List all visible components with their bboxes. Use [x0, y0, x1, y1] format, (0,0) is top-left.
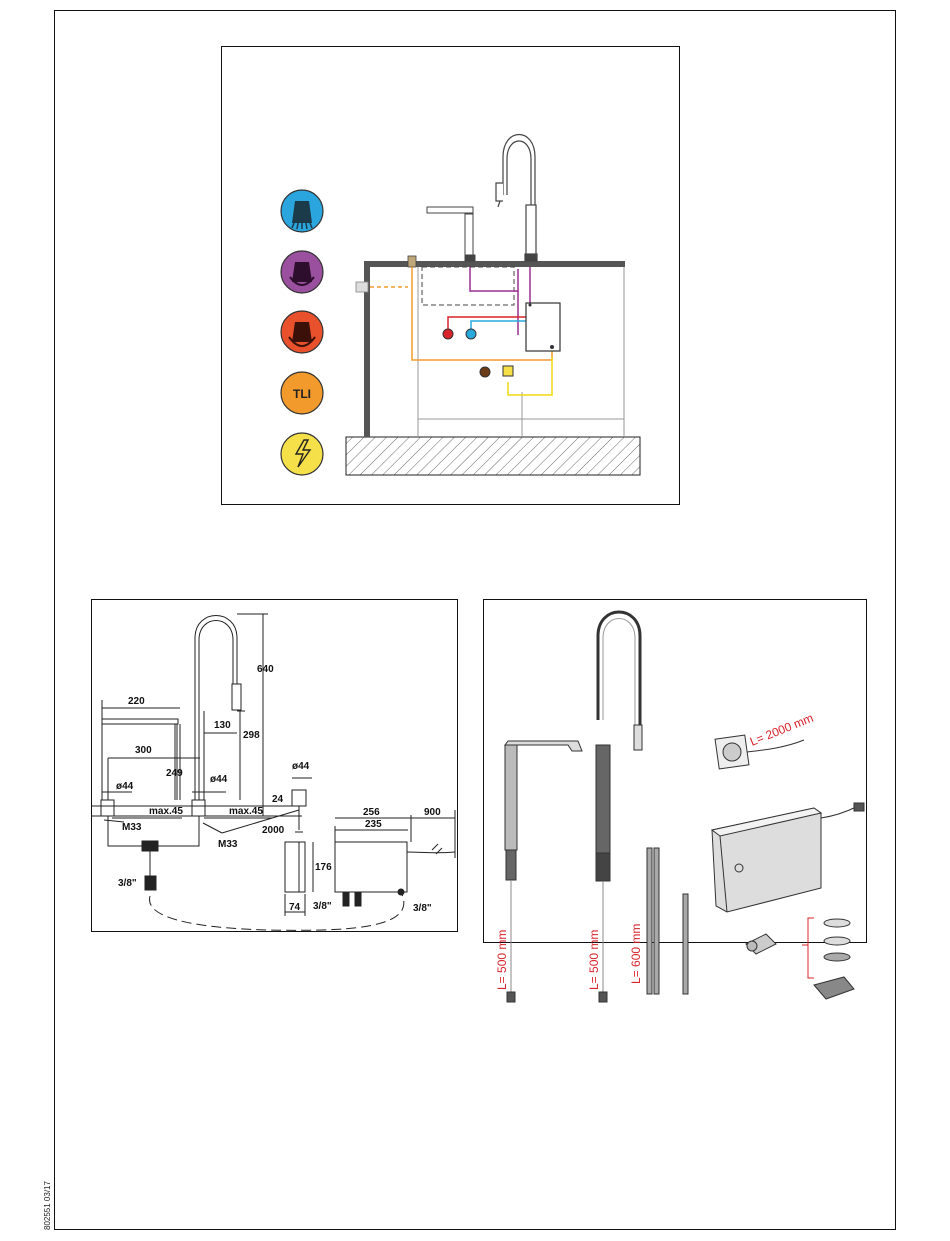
hose-a-length-label: L= 500 mm — [495, 930, 509, 990]
countertop — [364, 261, 625, 267]
document-code: 802551 03/17 — [43, 1181, 52, 1230]
dim-connector-c: 3/8" — [413, 903, 432, 914]
spring-faucet — [496, 135, 537, 262]
dim-cable-length: 2000 — [262, 825, 285, 836]
hot-valve — [443, 329, 453, 339]
drain — [480, 367, 490, 377]
hose-c-length-label: L= 600 mm — [629, 924, 643, 984]
parts-drawing: L= 2000 mm L= 500 mm L= 500 mm L= 600 mm — [483, 599, 867, 943]
cable-length-label: L= 2000 mm — [748, 711, 815, 749]
dim-connector-b: 3/8" — [313, 901, 332, 912]
tli-icon: TLI — [281, 372, 323, 414]
dim-connector-a: 3/8" — [118, 878, 137, 889]
dim-body-height: 249 — [166, 768, 183, 779]
dim-thread-a: M33 — [122, 822, 142, 833]
dim-button-height: 24 — [272, 794, 284, 805]
dim-outlet-height: 298 — [243, 730, 260, 741]
mixed-water-icon — [281, 251, 323, 293]
dim-box-width-inner: 235 — [365, 819, 382, 830]
dimension-drawing: 640 220 130 298 300 249 ø44 ø44 ø44 max.… — [91, 599, 458, 932]
cold-water-icon — [281, 190, 323, 232]
dim-box-width-outer: 256 — [363, 807, 380, 818]
dimension-svg: 640 220 130 298 300 249 ø44 ø44 ø44 max.… — [92, 600, 459, 933]
cabinet — [418, 267, 624, 437]
cold-valve — [466, 329, 476, 339]
dim-faucet-spacing: 300 — [135, 745, 152, 756]
power-socket — [503, 366, 513, 376]
dim-thread-b: M33 — [218, 839, 238, 850]
dim-diameter-c: ø44 — [292, 761, 310, 772]
installation-svg: TLI — [222, 47, 681, 506]
dim-box-height: 176 — [315, 862, 332, 873]
dim-height: 640 — [257, 664, 274, 675]
installation-diagram: TLI — [221, 46, 680, 505]
dimension-lines — [92, 614, 455, 930]
dim-max-thickness-b: max.45 — [229, 806, 263, 817]
dim-diameter-b: ø44 — [210, 774, 228, 785]
control-box — [526, 303, 560, 351]
hose-b-length-label: L= 500 mm — [587, 930, 601, 990]
dim-spout-offset: 130 — [214, 720, 231, 731]
parts-lines — [505, 612, 864, 1002]
filter-faucet — [427, 207, 475, 261]
electricity-icon — [281, 433, 323, 475]
sink-outline — [422, 267, 514, 305]
parts-svg: L= 2000 mm L= 500 mm L= 500 mm L= 600 mm — [484, 600, 868, 944]
dim-diameter-a: ø44 — [116, 781, 134, 792]
dim-box-depth: 74 — [289, 902, 301, 913]
hot-water-icon — [281, 311, 323, 353]
wall-connector — [356, 282, 368, 292]
tli-sensor — [408, 256, 416, 267]
pipes — [370, 267, 552, 395]
floor — [346, 437, 640, 475]
dim-cord-length: 900 — [424, 807, 441, 818]
dim-spout-length: 220 — [128, 696, 145, 707]
tli-label: TLI — [293, 387, 311, 401]
dim-max-thickness-a: max.45 — [149, 806, 183, 817]
